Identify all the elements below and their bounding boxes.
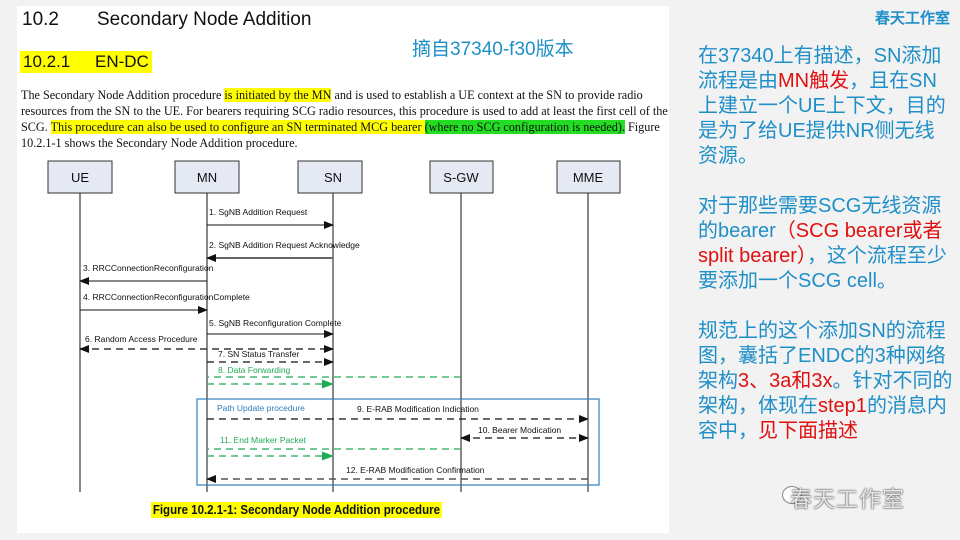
entity-mn: MN xyxy=(174,160,240,194)
section-heading: 10.2 Secondary Node Addition xyxy=(22,9,311,31)
note-text: 在37340上有描述，SN添加流程是由 xyxy=(698,45,942,92)
entity-sn: SN xyxy=(297,160,363,194)
path-update-group-box xyxy=(196,398,600,486)
svg-text:12. E-RAB Modification Confirm: 12. E-RAB Modification Confirmation xyxy=(346,465,485,475)
note-emphasis: 见下面描述 xyxy=(758,420,858,442)
para-text: and is used to establish a UE context at… xyxy=(21,88,668,134)
note-text: 规范上的这个添加SN的流程图，囊括了ENDC的3种网络架构 xyxy=(698,320,946,392)
highlight-initiated-by-mn: is initiated by the MN xyxy=(224,88,332,102)
svg-text:MN: MN xyxy=(197,170,217,185)
svg-text:7. SN Status Transfer: 7. SN Status Transfer xyxy=(218,349,299,359)
svg-text:UE: UE xyxy=(71,170,89,185)
note-emphasis: （SCG bearer或者split bearer） xyxy=(698,220,943,267)
svg-text:S-GW: S-GW xyxy=(443,170,479,185)
svg-text:3. RRCConnectionReconfiguratio: 3. RRCConnectionReconfiguration xyxy=(83,263,214,273)
note-text: ，这个流程至少要添加一个SCG cell。 xyxy=(698,245,947,292)
message-11: 11. End Marker Packet xyxy=(207,435,461,461)
svg-text:11. End Marker Packet: 11. End Marker Packet xyxy=(220,435,306,445)
note-1: 在37340上有描述，SN添加流程是由MN触发，且在SN上建立一个UE上下文，目… xyxy=(698,44,953,169)
message-2: 2. SgNB Addition Request Acknowledge xyxy=(206,240,360,262)
para-text: The Secondary Node Addition procedure xyxy=(21,88,225,102)
note-3: 规范上的这个添加SN的流程图，囊括了ENDC的3种网络架构3、3a和3x。针对不… xyxy=(698,319,953,444)
note-text: ，且在SN上建立一个UE上下文，目的是为了给UE提供NR侧无线资源。 xyxy=(698,70,946,167)
entity-ue: UE xyxy=(47,160,113,194)
description-paragraph: The Secondary Node Addition procedure is… xyxy=(21,87,669,151)
wechat-icon xyxy=(782,486,802,504)
watermark: 春天工作室 xyxy=(790,487,906,512)
message-10: 10. Bearer Modication xyxy=(460,425,589,442)
path-update-label: Path Update procedure xyxy=(217,403,305,413)
brand-label: 春天工作室 xyxy=(874,10,950,27)
entity-sgw: S-GW xyxy=(429,160,494,194)
svg-text:1. SgNB Addition Request: 1. SgNB Addition Request xyxy=(209,207,308,217)
highlight-sn-terminated: This procedure can also be used to confi… xyxy=(50,120,425,134)
svg-text:SN: SN xyxy=(324,170,342,185)
subsection-title: EN-DC xyxy=(95,52,149,71)
subsection-heading: 10.2.1 EN-DC xyxy=(20,51,152,73)
note-2: 对于那些需要SCG无线资源的bearer（SCG bearer或者split b… xyxy=(698,194,953,294)
note-text: 对于那些需要SCG无线资源的bearer xyxy=(698,195,942,242)
subsection-number: 10.2.1 xyxy=(23,52,71,71)
message-6: 6. Random Access Procedure xyxy=(79,334,334,353)
section-number: 10.2 xyxy=(22,9,59,30)
source-note: 摘自37340-f30版本 xyxy=(412,39,574,60)
message-5: 5. SgNB Reconfiguration Complete xyxy=(207,318,342,338)
lifelines xyxy=(79,193,589,492)
note-emphasis: 3、3a和3x xyxy=(738,370,833,392)
message-12: 12. E-RAB Modification Confirmation xyxy=(206,465,588,483)
svg-text:5. SgNB Reconfiguration Comple: 5. SgNB Reconfiguration Complete xyxy=(209,318,342,328)
note-emphasis: MN触发 xyxy=(778,70,850,92)
svg-text:MME: MME xyxy=(573,170,604,185)
svg-text:9. E-RAB Modification Indicat: 9. E-RAB Modification Indication xyxy=(357,404,479,414)
entity-mme: MME xyxy=(556,160,621,194)
svg-text:2. SgNB Addition Request Ackno: 2. SgNB Addition Request Acknowledge xyxy=(209,240,360,250)
svg-text:6. Random Access Procedure: 6. Random Access Procedure xyxy=(85,334,198,344)
message-8: 8. Data Forwarding xyxy=(207,365,461,389)
svg-text:10. Bearer Modication: 10. Bearer Modication xyxy=(478,425,561,435)
message-3: 3. RRCConnectionReconfiguration xyxy=(79,263,214,285)
annotation-notes: 在37340上有描述，SN添加流程是由MN触发，且在SN上建立一个UE上下文，目… xyxy=(698,44,953,469)
para-text: Figure 10.2.1-1 shows the Secondary Node… xyxy=(21,120,660,150)
highlight-no-scg-config: (where no SCG configuration is needed). xyxy=(424,120,625,134)
svg-text:4. RRCConnectionReconfiguratio: 4. RRCConnectionReconfigurationComplete xyxy=(83,292,250,302)
message-9: 9. E-RAB Modification Indication xyxy=(207,404,589,423)
section-title: Secondary Node Addition xyxy=(97,9,312,30)
note-text: 的消息内容中， xyxy=(698,395,947,442)
figure-caption: Figure 10.2.1-1: Secondary Node Addition… xyxy=(151,502,442,518)
note-emphasis: step1 xyxy=(818,395,867,417)
message-1: 1. SgNB Addition Request xyxy=(207,207,334,229)
message-7: 7. SN Status Transfer xyxy=(207,349,334,366)
note-text: 。针对不同的架构，体现在 xyxy=(698,370,953,417)
svg-text:8. Data Forwarding: 8. Data Forwarding xyxy=(218,365,291,375)
message-4: 4. RRCConnectionReconfigurationComplete xyxy=(80,292,250,314)
